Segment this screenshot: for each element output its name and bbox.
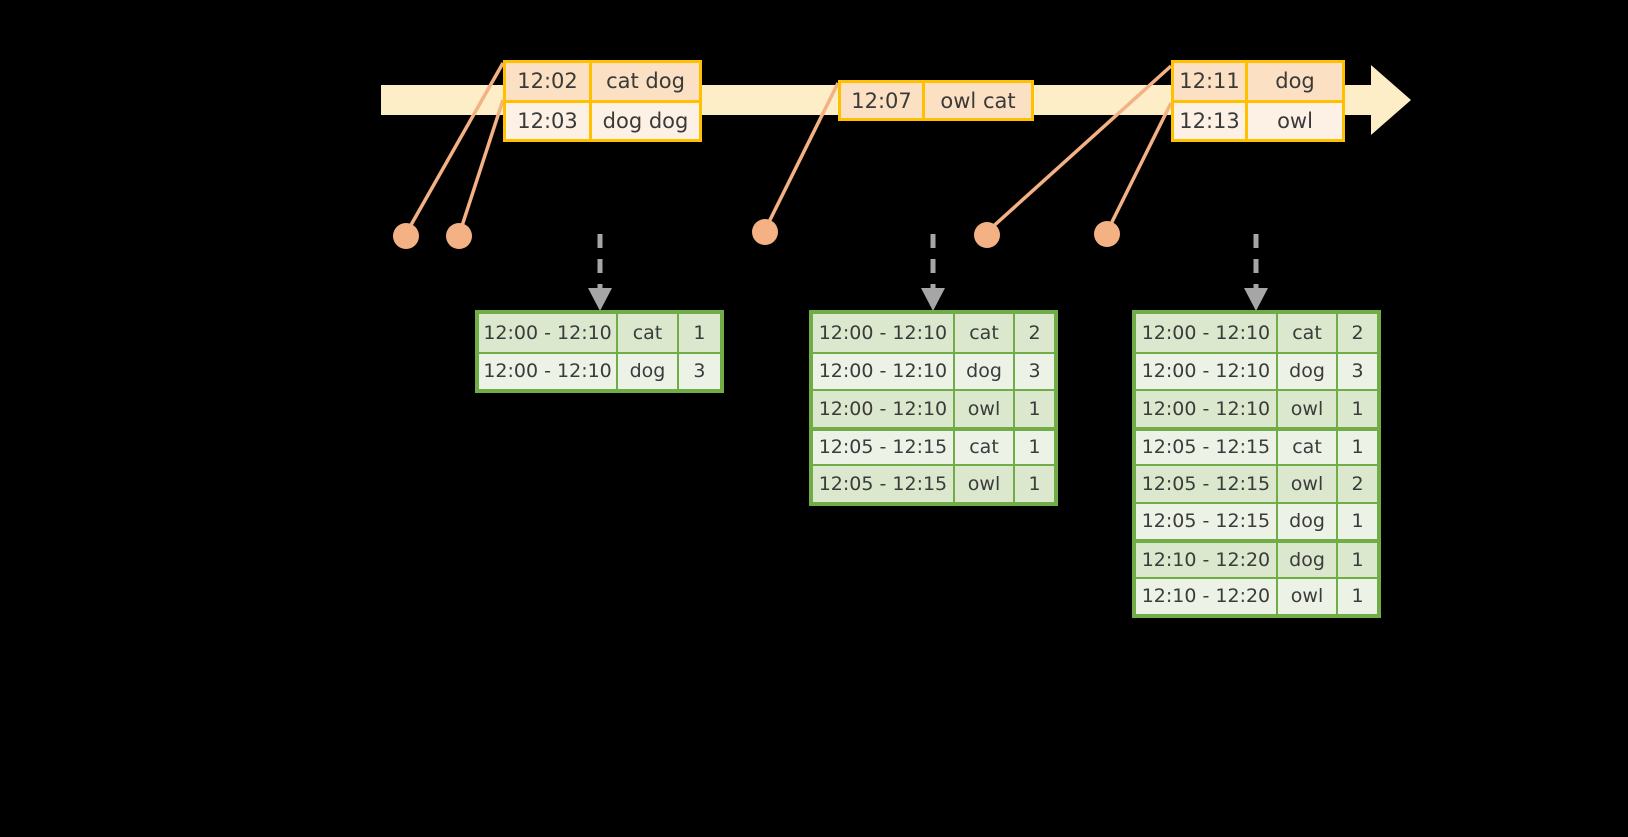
table-row[interactable]: 12:00 - 12:10 owl 1	[1136, 389, 1378, 427]
event-time: 12:02	[506, 63, 592, 100]
window-cell: 12:05 - 12:15	[813, 430, 955, 464]
window-cell: 12:05 - 12:15	[1136, 430, 1278, 464]
dashed-arrow-heads	[588, 288, 1268, 311]
table-row[interactable]: 12:00 - 12:10 dog 3	[813, 351, 1055, 389]
window-cell: 12:10 - 12:20	[1136, 543, 1278, 577]
result-table-1[interactable]: 12:00 - 12:10 cat 1 12:00 - 12:10 dog 3	[475, 310, 724, 393]
event-group-1[interactable]: 12:02 cat dog 12:03 dog dog	[503, 60, 702, 142]
window-cell: 12:10 - 12:20	[1136, 578, 1278, 614]
count-cell: 1	[1015, 466, 1055, 502]
word-cell: owl	[1277, 466, 1339, 502]
trigger-dot-3	[752, 219, 778, 245]
table-row[interactable]: 12:10 - 12:20 owl 1	[1136, 576, 1378, 614]
result-table-2[interactable]: 12:00 - 12:10 cat 2 12:00 - 12:10 dog 3 …	[809, 310, 1058, 506]
count-cell: 2	[1338, 466, 1378, 502]
window-cell: 12:05 - 12:15	[813, 466, 955, 502]
connector-line-3	[764, 82, 840, 229]
window-cell: 12:00 - 12:10	[813, 353, 955, 389]
count-cell: 1	[678, 314, 720, 352]
word-cell: cat	[1277, 430, 1339, 464]
trigger-dot-4	[974, 222, 1000, 248]
count-cell: 2	[1015, 314, 1055, 352]
trigger-dot-1	[393, 223, 419, 249]
table-row[interactable]: 12:00 - 12:10 cat 2	[813, 314, 1055, 352]
event-row[interactable]: 12:07 owl cat	[841, 83, 1031, 118]
connector-line-5	[1106, 102, 1173, 231]
word-cell: owl	[954, 466, 1016, 502]
word-cell: cat	[954, 430, 1016, 464]
table-row[interactable]: 12:05 - 12:15 owl 1	[813, 464, 1055, 502]
event-words: dog	[1248, 63, 1342, 100]
window-cell: 12:05 - 12:15	[1136, 503, 1278, 539]
count-cell: 1	[1338, 430, 1378, 464]
window-cell: 12:05 - 12:15	[1136, 466, 1278, 502]
table-row[interactable]: 12:05 - 12:15 cat 1	[813, 426, 1055, 464]
word-cell: dog	[618, 353, 679, 389]
trigger-dots	[393, 219, 1120, 249]
table-row[interactable]: 12:05 - 12:15 owl 2	[1136, 464, 1378, 502]
event-time: 12:13	[1174, 102, 1248, 139]
table-row[interactable]: 12:00 - 12:10 dog 3	[479, 351, 720, 389]
dashed-arrow-head-3	[1244, 288, 1268, 311]
event-group-2[interactable]: 12:07 owl cat	[838, 80, 1034, 121]
word-cell: dog	[1277, 503, 1339, 539]
table-row[interactable]: 12:00 - 12:10 owl 1	[813, 389, 1055, 427]
dashed-arrow-head-1	[588, 288, 612, 311]
word-cell: cat	[954, 314, 1016, 352]
event-row[interactable]: 12:13 owl	[1174, 99, 1342, 139]
count-cell: 1	[1338, 543, 1378, 577]
count-cell: 1	[1015, 430, 1055, 464]
count-cell: 1	[1338, 391, 1378, 427]
word-cell: owl	[954, 391, 1016, 427]
result-table-3[interactable]: 12:00 - 12:10 cat 2 12:00 - 12:10 dog 3 …	[1132, 310, 1381, 618]
event-row[interactable]: 12:03 dog dog	[506, 99, 699, 139]
event-words: owl	[1248, 102, 1342, 139]
dashed-arrows	[597, 234, 1259, 289]
count-cell: 1	[1338, 503, 1378, 539]
event-row[interactable]: 12:11 dog	[1174, 63, 1342, 100]
event-time: 12:07	[841, 83, 925, 118]
event-words: owl cat	[925, 83, 1031, 118]
word-cell: owl	[1277, 391, 1339, 427]
event-row[interactable]: 12:02 cat dog	[506, 63, 699, 100]
word-cell: owl	[1277, 578, 1339, 614]
window-cell: 12:00 - 12:10	[1136, 314, 1278, 352]
table-row[interactable]: 12:00 - 12:10 cat 2	[1136, 314, 1378, 352]
event-time: 12:03	[506, 102, 592, 139]
event-words: cat dog	[592, 63, 699, 100]
count-cell: 3	[1015, 353, 1055, 389]
event-time: 12:11	[1174, 63, 1248, 100]
window-cell: 12:00 - 12:10	[1136, 391, 1278, 427]
dashed-arrow-head-2	[921, 288, 945, 311]
count-cell: 1	[1338, 578, 1378, 614]
word-cell: dog	[1277, 353, 1339, 389]
window-cell: 12:00 - 12:10	[479, 353, 619, 389]
count-cell: 1	[1015, 391, 1055, 427]
count-cell: 2	[1338, 314, 1378, 352]
word-cell: cat	[1277, 314, 1339, 352]
table-row[interactable]: 12:00 - 12:10 cat 1	[479, 314, 720, 352]
trigger-dot-2	[446, 223, 472, 249]
event-words: dog dog	[592, 102, 699, 139]
table-row[interactable]: 12:05 - 12:15 cat 1	[1136, 426, 1378, 464]
connector-line-2	[458, 99, 505, 233]
window-cell: 12:00 - 12:10	[813, 314, 955, 352]
word-cell: dog	[1277, 543, 1339, 577]
table-row[interactable]: 12:05 - 12:15 dog 1	[1136, 501, 1378, 539]
count-cell: 3	[678, 353, 720, 389]
window-cell: 12:00 - 12:10	[813, 391, 955, 427]
window-cell: 12:00 - 12:10	[479, 314, 619, 352]
event-group-3[interactable]: 12:11 dog 12:13 owl	[1171, 60, 1345, 142]
table-row[interactable]: 12:10 - 12:20 dog 1	[1136, 539, 1378, 577]
count-cell: 3	[1338, 353, 1378, 389]
trigger-dot-5	[1094, 221, 1120, 247]
word-cell: cat	[618, 314, 679, 352]
connector-line-1	[405, 62, 505, 233]
table-row[interactable]: 12:00 - 12:10 dog 3	[1136, 351, 1378, 389]
window-cell: 12:00 - 12:10	[1136, 353, 1278, 389]
word-cell: dog	[954, 353, 1016, 389]
